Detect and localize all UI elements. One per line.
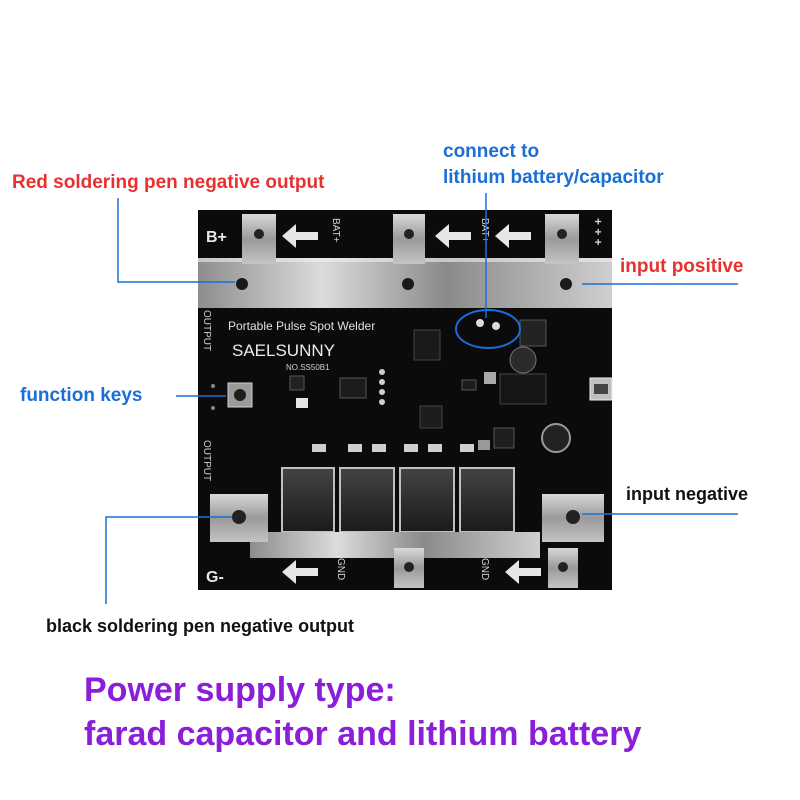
- smd-components: [289, 319, 547, 429]
- callout-black-pen-negative: black soldering pen negative output: [46, 616, 355, 636]
- callout-input-positive: input positive: [620, 256, 744, 277]
- arrow-left-icon: [282, 224, 531, 248]
- plus-label-right: + + +: [591, 218, 605, 246]
- bat-label-2: BAT+: [479, 218, 490, 243]
- gnd-label-1: GND: [335, 558, 346, 580]
- power-supply-caption: Power supply type: farad capacitor and l…: [84, 668, 641, 756]
- terminal-label-b-plus: B+: [206, 229, 227, 246]
- caption-line-1: Power supply type:: [84, 671, 396, 709]
- header-pins: [379, 369, 385, 405]
- electrolytic-capacitor: [541, 423, 571, 453]
- output-label-bottom: OUTPUT: [201, 440, 212, 481]
- leader-lines: [105, 193, 738, 604]
- callout-red-pen-negative: Red soldering pen negative output: [12, 172, 325, 193]
- brand-text: SAELSUNNY: [232, 341, 335, 360]
- bat-label-1: BAT+: [330, 218, 341, 243]
- arrow-left-icon-bottom: [282, 560, 541, 584]
- callout-connect-line2: lithium battery/capacitor: [443, 167, 664, 188]
- connection-highlight-ellipse: [455, 309, 521, 349]
- caption-line-2: farad capacitor and lithium battery: [84, 715, 642, 753]
- callout-connect-line1: connect to: [443, 141, 540, 162]
- mosfet-row: [281, 467, 515, 533]
- product-line-text: Portable Pulse Spot Welder: [228, 319, 375, 333]
- output-label-top: OUTPUT: [201, 310, 212, 351]
- callout-function-keys: function keys: [20, 385, 143, 406]
- gnd-label-2: GND: [479, 558, 490, 580]
- terminal-label-g-minus: G-: [206, 569, 224, 586]
- model-number-text: NO.SS50B1: [286, 363, 330, 372]
- callout-input-negative: input negative: [626, 484, 749, 504]
- gate-resistors: [312, 444, 474, 452]
